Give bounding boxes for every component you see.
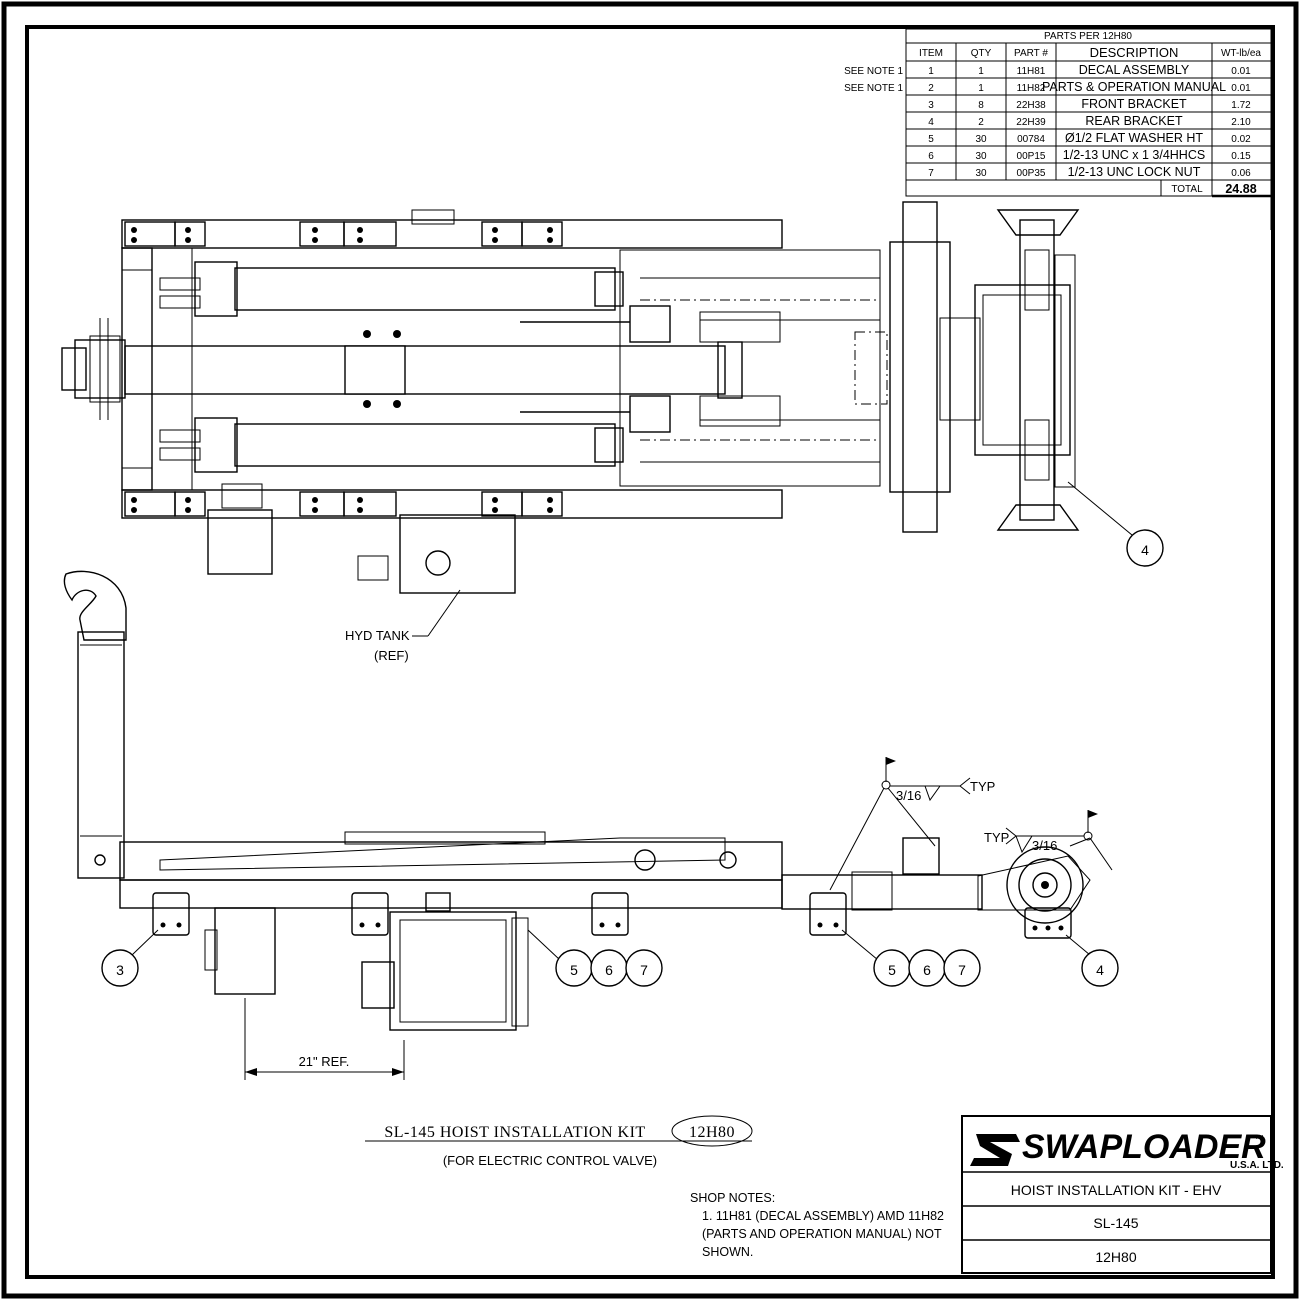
- parts-table-cell: Ø1/2 FLAT WASHER HT: [1065, 131, 1203, 145]
- parts-table-cell: DECAL ASSEMBLY: [1079, 63, 1190, 77]
- parts-table-cell: 1: [978, 66, 984, 77]
- col-header-part: PART #: [1014, 48, 1048, 59]
- parts-table-cell: 0.06: [1231, 168, 1251, 179]
- parts-table-cell: 00P35: [1017, 168, 1046, 179]
- svg-text:TYP: TYP: [970, 779, 995, 794]
- parts-table-cell: FRONT BRACKET: [1081, 97, 1187, 111]
- parts-table-cell: 2: [978, 117, 984, 128]
- weld-symbol-left: 3/16 TYP: [829, 757, 995, 891]
- drawing-title-sub: (FOR ELECTRIC CONTROL VALVE): [443, 1153, 657, 1168]
- parts-table-cell: 2: [928, 83, 934, 94]
- hyd-tank-label: HYD TANK (REF): [345, 589, 461, 663]
- svg-text:6: 6: [605, 962, 613, 978]
- parts-table-cell: 7: [928, 168, 934, 179]
- parts-table-cell: 1: [928, 66, 934, 77]
- parts-table-cell: 8: [978, 100, 984, 111]
- col-header-description: DESCRIPTION: [1090, 45, 1179, 60]
- parts-table-cell: 4: [928, 117, 934, 128]
- brand-sub: U.S.A. LTD.: [1230, 1160, 1284, 1171]
- svg-text:3/16: 3/16: [1032, 838, 1057, 853]
- callout-item4-side: 4: [1065, 934, 1119, 987]
- total-value: 24.88: [1225, 182, 1256, 196]
- parts-table-cell: 6: [928, 151, 934, 162]
- title-block-name: HOIST INSTALLATION KIT - EHV: [1011, 1182, 1222, 1198]
- drawing-title-main: SL-145 HOIST INSTALLATION KIT: [384, 1124, 645, 1141]
- svg-text:5: 5: [888, 962, 896, 978]
- parts-table-cell: 30: [975, 168, 987, 179]
- svg-text:21" REF.: 21" REF.: [299, 1054, 350, 1069]
- title-block: SWAPLOADER ™ U.S.A. LTD. HOIST INSTALLAT…: [961, 1115, 1284, 1274]
- parts-table-cell: 22H39: [1016, 117, 1046, 128]
- col-header-item: ITEM: [919, 48, 943, 59]
- svg-text:4: 4: [1141, 542, 1149, 558]
- parts-table-cell: 0.02: [1231, 134, 1251, 145]
- shop-notes-heading: SHOP NOTES:: [690, 1191, 775, 1205]
- parts-table-title: PARTS PER 12H80: [1044, 31, 1132, 42]
- parts-table-cell: 00P15: [1017, 151, 1046, 162]
- svg-text:4: 4: [1096, 962, 1104, 978]
- svg-text:6: 6: [923, 962, 931, 978]
- border-frame: [25, 25, 1275, 1279]
- parts-table-cell: 22H38: [1016, 100, 1046, 111]
- total-label: TOTAL: [1171, 184, 1203, 195]
- brand-tm: ™: [1254, 1134, 1264, 1145]
- svg-text:(REF): (REF): [374, 648, 409, 663]
- parts-table-cell: REAR BRACKET: [1085, 114, 1183, 128]
- callout-item3: 3: [101, 929, 159, 987]
- parts-table-cell: 30: [975, 134, 987, 145]
- parts-table-cell: 1.72: [1231, 100, 1251, 111]
- shop-notes: SHOP NOTES: 1. 11H81 (DECAL ASSEMBLY) AM…: [690, 1191, 944, 1259]
- dimension-21-ref: 21" REF.: [244, 998, 405, 1080]
- shop-notes-line-2: (PARTS AND OPERATION MANUAL) NOT: [702, 1227, 942, 1241]
- svg-text:3: 3: [116, 962, 124, 978]
- parts-table-cell: 2.10: [1231, 117, 1251, 128]
- parts-table-cell: 0.01: [1231, 83, 1251, 94]
- parts-table-cell: 11H81: [1017, 66, 1046, 77]
- col-header-weight: WT-lb/ea: [1221, 48, 1261, 59]
- swaploader-logo: SWAPLOADER ™ U.S.A. LTD.: [970, 1128, 1284, 1171]
- svg-text:7: 7: [958, 962, 966, 978]
- shop-notes-line-1: 1. 11H81 (DECAL ASSEMBLY) AMD 11H82: [702, 1209, 944, 1223]
- side-view: [63, 570, 1091, 1031]
- see-note-label: SEE NOTE 1: [844, 83, 903, 94]
- parts-table-cell: 1/2-13 UNC LOCK NUT: [1068, 165, 1201, 179]
- parts-table-cell: 5: [928, 134, 934, 145]
- weld-symbol-right: 3/16 TYP: [984, 810, 1113, 871]
- parts-table-cell: 00784: [1017, 134, 1045, 145]
- brand-name: SWAPLOADER: [1022, 1128, 1266, 1166]
- parts-table-cell: 0.01: [1231, 66, 1251, 77]
- svg-text:TYP: TYP: [984, 830, 1009, 845]
- callout-item4-top: 4: [1067, 481, 1164, 567]
- drawing-title: SL-145 HOIST INSTALLATION KIT 12H80 (FOR…: [365, 1115, 753, 1168]
- parts-table-cell: 11H82: [1017, 83, 1046, 94]
- svg-text:5: 5: [570, 962, 578, 978]
- parts-table-cell: 1: [978, 83, 984, 94]
- svg-text:HYD TANK: HYD TANK: [345, 628, 410, 643]
- parts-table-cell: 1/2-13 UNC x 1 3/4HHCS: [1063, 148, 1205, 162]
- svg-text:7: 7: [640, 962, 648, 978]
- parts-table-cell: 30: [975, 151, 987, 162]
- shop-notes-line-3: SHOWN.: [702, 1245, 753, 1259]
- parts-table: PARTS PER 12H80 ITEM QTY PART # DESCRIPT…: [844, 28, 1272, 230]
- col-header-qty: QTY: [971, 48, 992, 59]
- parts-table-cell: PARTS & OPERATION MANUAL: [1042, 80, 1226, 94]
- svg-text:3/16: 3/16: [896, 788, 921, 803]
- see-note-label: SEE NOTE 1: [844, 66, 903, 77]
- callout-group-left: 5 6 7: [527, 929, 663, 987]
- title-block-model: SL-145: [1093, 1215, 1138, 1231]
- callout-group-right: 5 6 7: [841, 929, 981, 987]
- parts-table-cell: 0.15: [1231, 151, 1251, 162]
- title-block-number: 12H80: [1095, 1249, 1136, 1265]
- drawing-title-code: 12H80: [689, 1124, 735, 1141]
- parts-table-cell: 3: [928, 100, 934, 111]
